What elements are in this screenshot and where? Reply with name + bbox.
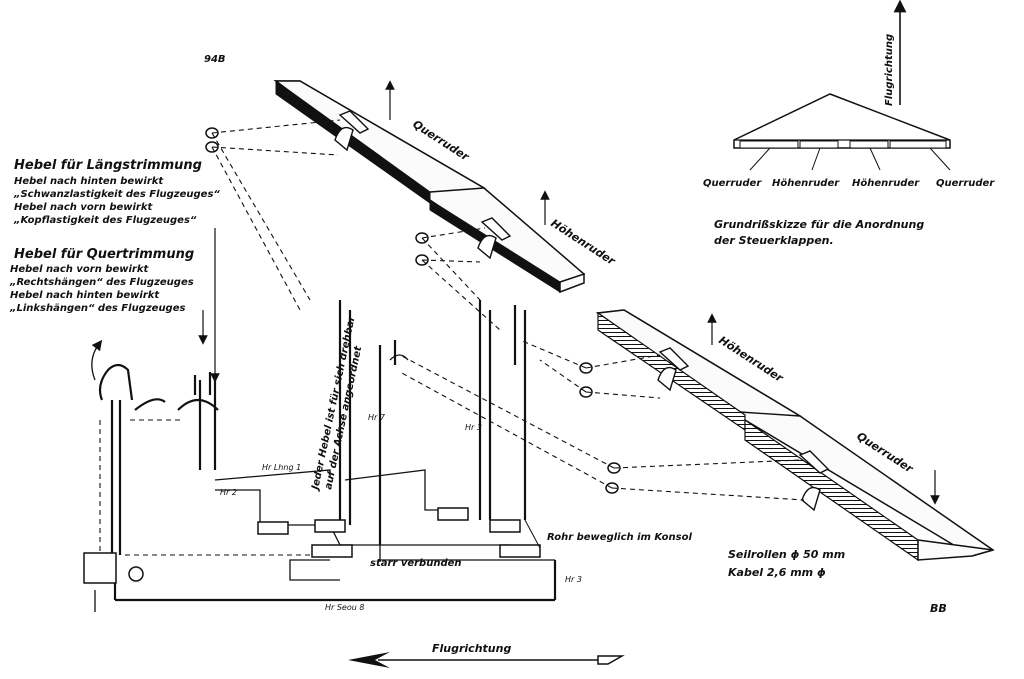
upper-wing-surfaces: [273, 80, 586, 294]
lever-long-line1: Hebel nach hinten bewirkt: [14, 176, 164, 187]
plan-hoehenruder-right: Höhenruder: [852, 178, 920, 189]
pulleys-label: Seilrollen ϕ 50 mm: [728, 548, 845, 561]
page-mark-top: 94B: [204, 54, 226, 65]
plan-direction-label: Flugrichtung: [884, 34, 895, 106]
lever-quer-line4: „Linkshängen“ des Flugzeuges: [9, 303, 186, 314]
plan-caption-line2: der Steuerklappen.: [714, 234, 834, 247]
lever-quer-title: Hebel für Quertrimmung: [14, 247, 194, 262]
svg-text:Hr 2: Hr 2: [220, 488, 237, 497]
lever-long-line4: „Kopflastigkeit des Flugzeuges“: [13, 215, 197, 226]
plan-caption-line1: Grundrißskizze für die Anordnung: [714, 218, 924, 231]
lower-wing-surfaces: [595, 309, 995, 562]
plan-querruder-right: Querruder: [936, 178, 995, 189]
control-rods: [110, 300, 557, 602]
flight-direction-label: Flugrichtung: [432, 642, 511, 655]
rigid-connection-label: starr verbunden: [370, 558, 462, 569]
svg-text:Hr Lhng 1: Hr Lhng 1: [262, 463, 301, 472]
lever-quer-line3: Hebel nach hinten bewirkt: [10, 290, 160, 301]
plan-hoehenruder-left: Höhenruder: [772, 178, 840, 189]
lever-long-line2: „Schwanzlastigkeit des Flugzeuges“: [13, 189, 220, 200]
plan-querruder-left: Querruder: [703, 178, 762, 189]
plan-sketch: [733, 0, 951, 171]
lever-long-title: Hebel für Längstrimmung: [14, 158, 202, 173]
longitudinal-trim-lever-text: Hebel für Längstrimmung Hebel nach hinte…: [13, 158, 220, 226]
lever-mechanism: [83, 339, 541, 612]
tube-label: Rohr beweglich im Konsol: [547, 532, 692, 543]
control-cables: [99, 119, 805, 556]
flight-direction-arrow: [348, 652, 625, 668]
lever-quer-line1: Hebel nach vorn bewirkt: [10, 264, 150, 275]
lever-quer-line2: „Rechtshängen“ des Flugzeuges: [9, 277, 194, 288]
svg-text:Hr 3: Hr 3: [565, 575, 582, 584]
lever-long-line3: Hebel nach vorn bewirkt: [14, 202, 154, 213]
page-mark-bottom: BB: [930, 602, 947, 615]
cable-label: Kabel 2,6 mm ϕ: [728, 566, 826, 579]
svg-text:Hr Seou 8: Hr Seou 8: [325, 603, 364, 612]
svg-text:Hr 3: Hr 3: [465, 423, 482, 432]
lateral-trim-lever-text: Hebel für Quertrimmung Hebel nach vorn b…: [9, 247, 194, 314]
svg-text:Hr 7: Hr 7: [368, 413, 386, 422]
